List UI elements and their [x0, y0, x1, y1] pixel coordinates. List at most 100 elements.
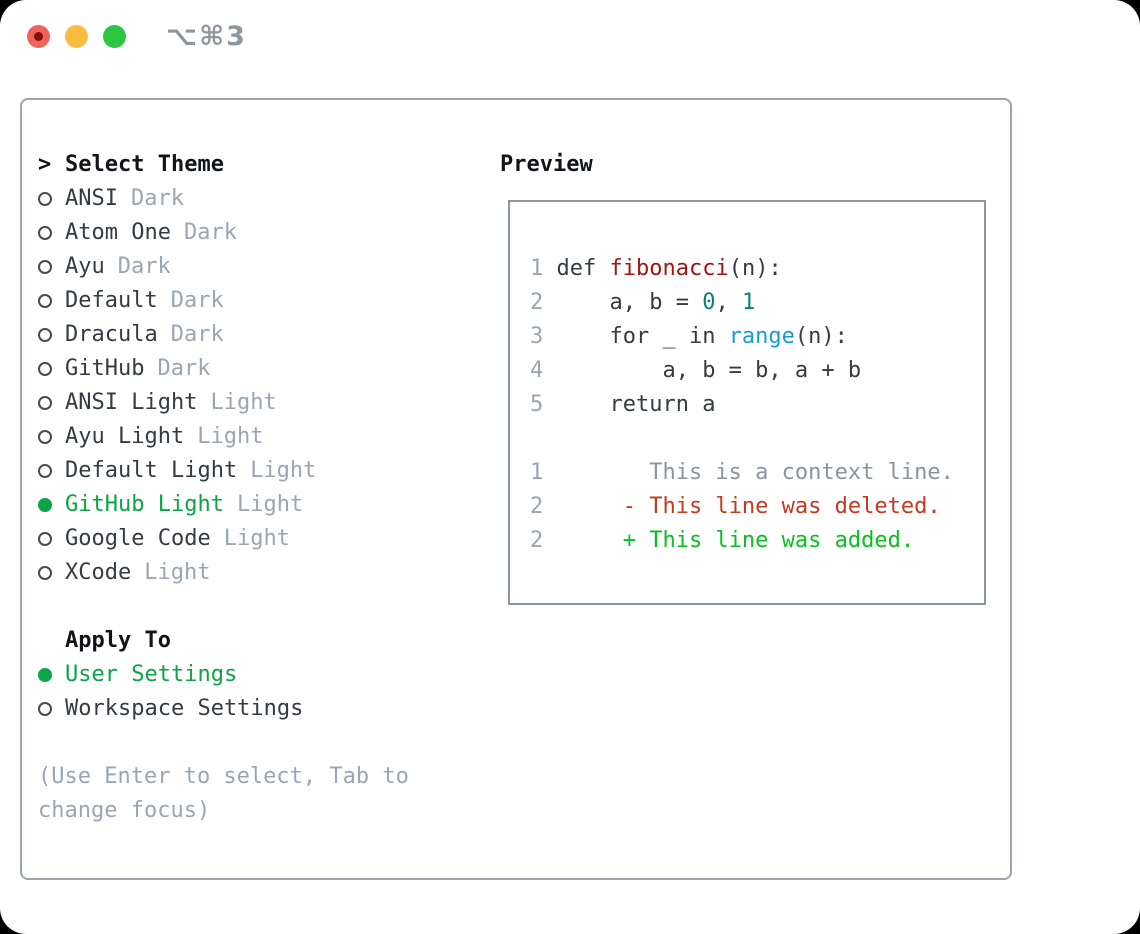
radio-cell: [38, 294, 65, 308]
theme-name: Atom One: [65, 220, 171, 245]
line-number: 5: [530, 392, 544, 417]
theme-name: GitHub Light: [65, 492, 224, 517]
radio-cell: [38, 532, 65, 546]
theme-variant: Dark: [117, 254, 171, 279]
theme-name: Default Light: [65, 458, 238, 483]
code-line: 2 a, b = 0, 1: [530, 286, 984, 320]
code-line: 5 return a: [530, 388, 984, 422]
spacer: [38, 590, 409, 624]
theme-name: Default: [65, 288, 158, 313]
theme-name: XCode: [65, 560, 132, 585]
radio-cell: [38, 566, 65, 580]
radio-cell: [38, 668, 65, 682]
maximize-button[interactable]: [103, 25, 126, 48]
close-button[interactable]: [27, 25, 50, 48]
line-number: 3: [530, 324, 544, 349]
diff-text: - This line was deleted.: [543, 494, 941, 519]
radio-icon: [38, 532, 52, 546]
theme-variant: Dark: [170, 288, 224, 313]
diff-text: + This line was added.: [543, 528, 915, 553]
theme-name: ANSI Light: [65, 390, 198, 415]
theme-name: Dracula: [65, 322, 158, 347]
theme-variant: Dark: [183, 220, 237, 245]
theme-name: Ayu Light: [65, 424, 185, 449]
code-token: (n):: [728, 256, 782, 281]
radio-icon: [38, 226, 52, 240]
keyboard-hint-line-2: change focus): [38, 798, 211, 823]
code-token: a, b = b, a + b: [556, 358, 862, 383]
radio-cell: [38, 396, 65, 410]
radio-icon: [38, 430, 52, 444]
apply-to-option[interactable]: User Settings: [38, 658, 409, 692]
apply-to-header-label: Apply To: [65, 628, 171, 653]
theme-item[interactable]: ANSI Light Light: [38, 386, 409, 420]
code-line: 1 def fibonacci(n):: [530, 252, 984, 286]
spacer: [38, 726, 409, 760]
radio-selected-icon: [38, 498, 52, 512]
radio-cell: [38, 498, 65, 512]
window-title: ⌥⌘3: [166, 21, 247, 52]
theme-name: GitHub: [65, 356, 145, 381]
code-token: range: [728, 324, 795, 349]
line-number: 2: [530, 494, 544, 519]
code-token: ,: [715, 290, 742, 315]
radio-icon: [38, 702, 52, 716]
theme-variant: Light: [210, 390, 277, 415]
cursor-caret-icon: >: [38, 152, 52, 177]
theme-name: ANSI: [65, 186, 118, 211]
theme-item[interactable]: XCode Light: [38, 556, 409, 590]
code-token: 1: [741, 290, 756, 315]
select-theme-header-label: Select Theme: [65, 152, 224, 177]
theme-item[interactable]: Default Dark: [38, 284, 409, 318]
theme-variant: Light: [236, 492, 304, 517]
theme-item[interactable]: ANSI Dark: [38, 182, 409, 216]
radio-cell: [38, 328, 65, 342]
theme-item[interactable]: Ayu Dark: [38, 250, 409, 284]
theme-variant: Dark: [157, 356, 211, 381]
minimize-button[interactable]: [65, 25, 88, 48]
radio-icon: [38, 362, 52, 376]
theme-item[interactable]: GitHub Light Light: [38, 488, 409, 522]
radio-icon: [38, 260, 52, 274]
line-number: 1: [530, 256, 544, 281]
code-line: 3 for _ in range(n):: [530, 320, 984, 354]
theme-name: Ayu: [65, 254, 105, 279]
theme-variant: Light: [144, 560, 211, 585]
theme-variant: Light: [197, 424, 264, 449]
blank-line: [530, 422, 984, 456]
code-token: (n):: [794, 324, 848, 349]
theme-item[interactable]: GitHub Dark: [38, 352, 409, 386]
theme-variant: Dark: [130, 186, 184, 211]
line-number: 1: [530, 460, 544, 485]
theme-variant: Light: [250, 458, 317, 483]
code-token: fibonacci: [609, 256, 729, 281]
diff-line: 1 This is a context line.: [530, 456, 984, 490]
theme-item[interactable]: Atom One Dark: [38, 216, 409, 250]
radio-cell: [38, 362, 65, 376]
radio-cell: [38, 430, 65, 444]
code-token: for _ in: [556, 324, 729, 349]
code-token: 0: [702, 290, 716, 315]
line-number: 4: [530, 358, 544, 383]
radio-icon: [38, 294, 52, 308]
code-line: 4 a, b = b, a + b: [530, 354, 984, 388]
theme-item[interactable]: Ayu Light Light: [38, 420, 409, 454]
radio-icon: [38, 192, 52, 206]
radio-cell: [38, 192, 65, 206]
theme-name: Google Code: [65, 526, 211, 551]
line-number: 2: [530, 290, 544, 315]
unsaved-changes-dot-icon: [34, 32, 43, 41]
radio-icon: [38, 464, 52, 478]
theme-item[interactable]: Default Light Light: [38, 454, 409, 488]
diff-line: 2 + This line was added.: [530, 524, 984, 558]
code-token: return a: [556, 392, 716, 417]
apply-to-option[interactable]: Workspace Settings: [38, 692, 409, 726]
